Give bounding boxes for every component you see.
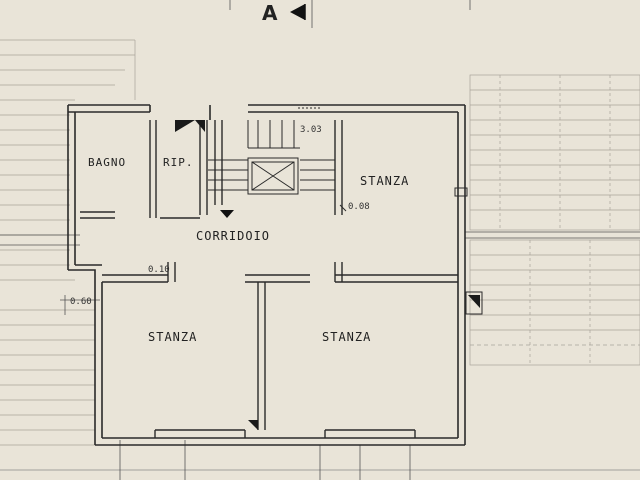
- exterior-walls: [67, 104, 466, 446]
- stair-direction-icon: [220, 210, 234, 218]
- flue-blocks: [175, 120, 480, 430]
- section-marker-label: A: [262, 1, 279, 25]
- right-window-frame: [465, 291, 483, 315]
- dimension-stair-width: 3.03: [300, 125, 322, 135]
- dimension-left-edge: 0.60: [70, 297, 92, 307]
- section-arrow-icon: [290, 4, 306, 20]
- interior-walls: [80, 120, 458, 438]
- dimension-right: 0.08: [348, 202, 370, 212]
- window-markers: [298, 107, 468, 212]
- room-label-stanza-bottom-right: STANZA: [322, 330, 372, 344]
- room-label-stanza-top-right: STANZA: [360, 174, 410, 188]
- right-terrace-grid: [469, 74, 640, 366]
- dimension-left-small: 0.10: [148, 265, 170, 275]
- left-adjacent-hatching: [0, 39, 136, 446]
- room-label-corridoio: CORRIDOIO: [196, 229, 271, 243]
- room-label-ripostiglio: RIP.: [163, 156, 194, 169]
- staircase: [208, 120, 335, 195]
- room-label-stanza-bottom-left: STANZA: [148, 330, 198, 344]
- room-label-bagno: BAGNO: [88, 156, 127, 169]
